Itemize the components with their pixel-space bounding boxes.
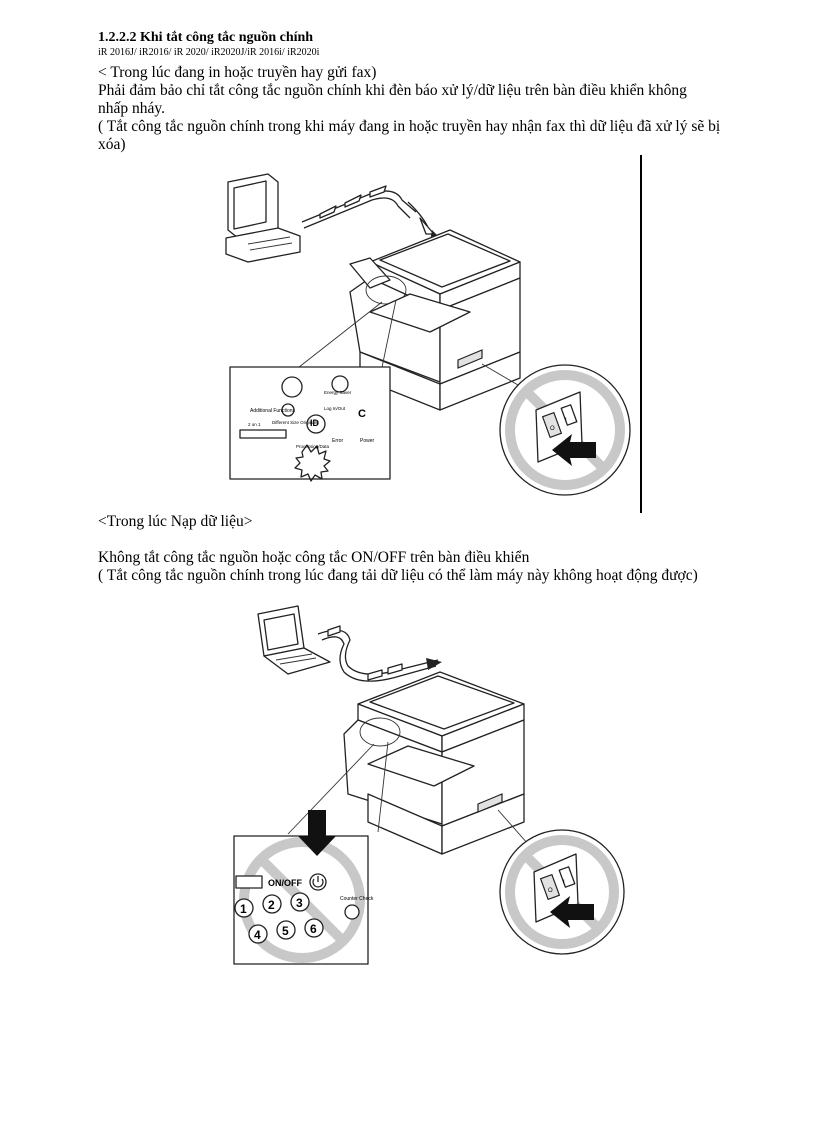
panel-label-different-size: Different Size Originals — [272, 420, 319, 425]
control-panel-callout: Additional Functions Different Size Orig… — [229, 299, 397, 482]
case2-line2: ( Tắt công tắc nguồn chính trong lúc đan… — [98, 567, 698, 584]
computer-icon — [225, 173, 301, 263]
panel-label-login: Log In/Out — [324, 406, 346, 411]
power-switch-callout: I O — [481, 363, 631, 496]
key-5[interactable]: 5 — [282, 924, 289, 938]
data-flow-arrows — [301, 185, 446, 244]
switch-label-off: O — [550, 426, 555, 432]
case1-line2: nhấp nháy. — [98, 100, 166, 117]
onoff-label: ON/OFF — [268, 878, 302, 888]
model-list: iR 2016J/ iR2016/ iR 2020/ iR2020J/iR 20… — [98, 47, 320, 58]
onoff-button[interactable] — [309, 873, 327, 891]
case1-line1: Phải đảm bảo chỉ tắt công tắc nguồn chín… — [98, 82, 687, 99]
copier-machine-illustration — [343, 671, 525, 855]
case2-title: <Trong lúc Nạp dữ liệu> — [98, 513, 253, 530]
figure-loading-illustration: ON/OFF Counter Check 1 2 3 4 5 6 — [228, 604, 648, 974]
switch-label-on: I — [565, 418, 567, 424]
panel-label-c: C — [358, 408, 366, 420]
case1-line3: ( Tắt công tắc nguồn chính trong khi máy… — [98, 118, 721, 135]
margin-rule — [640, 155, 642, 513]
section-heading: 1.2.2.2 Khi tắt công tắc nguồn chính — [98, 30, 314, 45]
case2-line1: Không tắt công tắc nguồn hoặc công tắc O… — [98, 549, 530, 566]
case1-line4: xóa) — [98, 136, 126, 153]
panel-label-id: ID — [310, 418, 320, 428]
key-4[interactable]: 4 — [254, 928, 261, 942]
power-switch-callout: I O — [497, 809, 625, 955]
panel-label-energy: Energy Saver — [324, 390, 352, 395]
panel-label-power: Power — [360, 438, 375, 444]
key-2[interactable]: 2 — [268, 898, 275, 912]
laptop-icon — [257, 605, 331, 675]
panel-label-additional: Additional Functions — [250, 408, 296, 414]
switch-label-off: O — [548, 888, 553, 894]
keypad: 1 2 3 4 5 6 — [234, 892, 324, 944]
counter-check-label: Counter Check — [340, 896, 374, 902]
figure-printing-illustration: Additional Functions Different Size Orig… — [220, 162, 640, 514]
data-flow-arrows — [317, 625, 442, 682]
panel-label-2on1: 2 on 1 — [248, 422, 261, 427]
case1-title: < Trong lúc đang in hoặc truyền hay gửi … — [98, 64, 377, 81]
switch-label-on: I — [563, 880, 565, 886]
panel-label-error: Error — [332, 438, 343, 444]
key-6[interactable]: 6 — [310, 922, 317, 936]
panel-label-processing: Processing/Data — [296, 444, 330, 449]
key-3[interactable]: 3 — [296, 896, 303, 910]
key-1[interactable]: 1 — [240, 902, 247, 916]
onoff-panel-callout: ON/OFF Counter Check 1 2 3 4 5 6 — [233, 741, 389, 965]
